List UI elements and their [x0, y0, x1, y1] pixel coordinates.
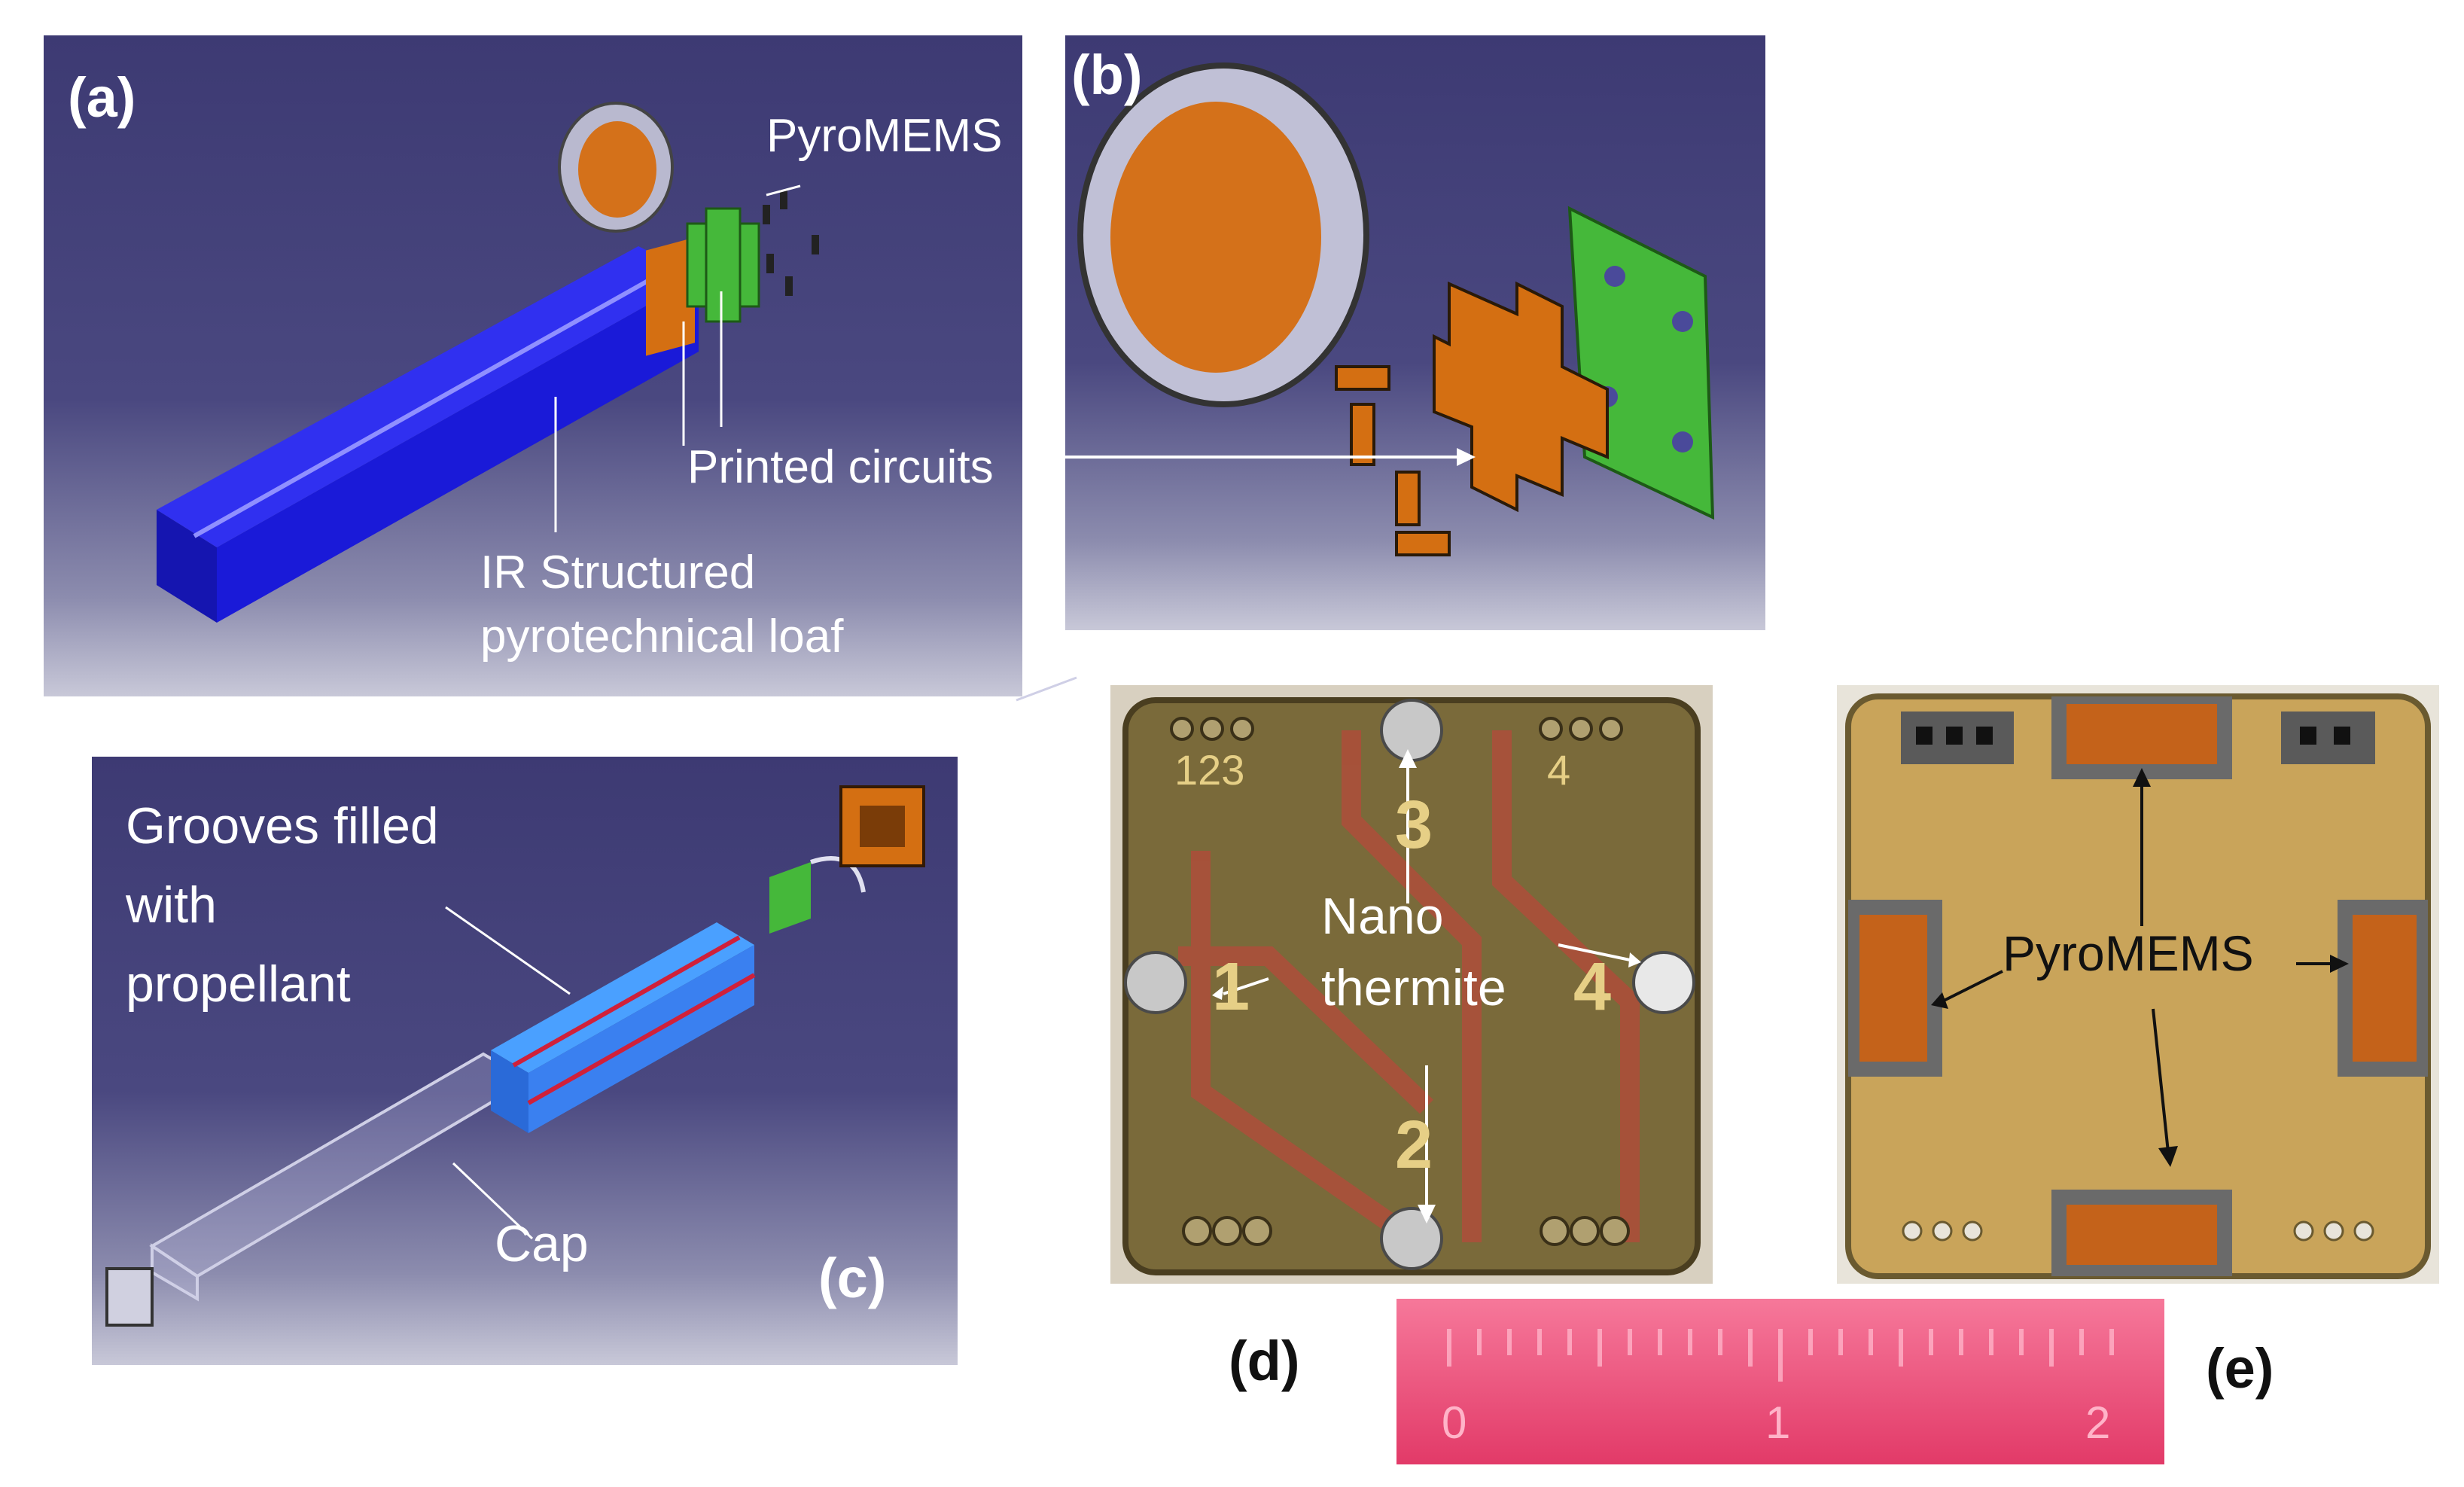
panel-e-label: (e) — [2206, 1337, 2274, 1400]
pad-number-2: 2 — [1395, 1108, 1433, 1183]
pad-number-4: 4 — [1573, 949, 1612, 1025]
panel-b-drawing — [1065, 62, 1715, 556]
ruler-ticks — [1396, 1299, 2164, 1464]
header-holes — [1170, 717, 1630, 1246]
pyromems-label: PyroMEMS — [766, 110, 1003, 162]
pyromems-arrows — [1942, 783, 2334, 1153]
header-left-numbers: 123 — [1174, 746, 1245, 794]
cap-label: Cap — [495, 1215, 589, 1272]
pyromems-chips — [1859, 704, 2417, 1265]
green-pcb — [1567, 206, 1715, 520]
nano-thermite-pads — [1124, 699, 1695, 1270]
panel-b: (b) — [1065, 35, 1765, 630]
panel-e: PyroMEMS — [1837, 685, 2439, 1284]
pyromems-chips — [763, 190, 819, 296]
grooves-label-line1: Grooves filled — [126, 797, 439, 855]
panel-d: 123 4 3 1 4 2 Nano thermite — [1110, 685, 1713, 1284]
pcb-traces — [1178, 730, 1640, 1242]
panel-a-drawing — [157, 102, 819, 623]
nano-thermite-label-line1: Nano — [1321, 888, 1444, 945]
cap — [105, 1052, 531, 1327]
loaf-label-line1: IR Structured — [480, 547, 756, 599]
printed-circuits-label: Printed circuits — [687, 441, 994, 493]
ruler-mark-1: 1 — [1765, 1397, 1791, 1448]
panel-c: (c) Grooves filled with propellant Cap — [92, 757, 958, 1365]
grooves-label-line2: with — [126, 876, 217, 934]
loaf-label-line2: pyrotechnical loaf — [480, 611, 844, 663]
nano-thermite-arrows — [1223, 760, 1631, 1212]
header-connectors — [1901, 712, 2375, 764]
panel-a-label: (a) — [68, 66, 136, 129]
ruler-mark-2: 2 — [2085, 1397, 2111, 1448]
coin-icon — [558, 102, 674, 233]
panel-c-drawing — [105, 785, 925, 1327]
vias — [1902, 1220, 2374, 1242]
copper-pcb — [1433, 281, 1609, 513]
panel-c-label: (c) — [818, 1247, 887, 1309]
grooves-label-line3: propellant — [126, 955, 351, 1013]
pyrotechnical-loaf — [157, 246, 699, 623]
grooved-loaf — [491, 922, 756, 1133]
panel-d-label: (d) — [1229, 1330, 1300, 1392]
ruler: 0 1 2 — [1396, 1299, 2164, 1464]
panel-b-label: (b) — [1071, 44, 1143, 106]
coin-icon — [1077, 62, 1369, 407]
panel-e-drawing — [1845, 693, 2431, 1279]
header-right-number: 4 — [1547, 746, 1571, 794]
green-pcb — [686, 207, 760, 323]
panel-d-drawing — [1122, 697, 1701, 1275]
green-pcb — [769, 856, 866, 934]
panel-a: (a) PyroMEMS Printed circuits IR Structu… — [44, 35, 1022, 696]
pad-number-1: 1 — [1212, 949, 1250, 1025]
nano-thermite-label-line2: thermite — [1321, 959, 1506, 1016]
pyromems-chips — [1335, 365, 1451, 556]
panel-c-leaders — [445, 906, 571, 1240]
copper-pyromems — [839, 785, 925, 867]
panel-a-leaders — [554, 184, 801, 532]
pyromems-label-e: PyroMEMS — [2003, 925, 2254, 981]
ruler-mark-0: 0 — [1442, 1397, 1467, 1448]
pad-number-3: 3 — [1395, 788, 1433, 863]
